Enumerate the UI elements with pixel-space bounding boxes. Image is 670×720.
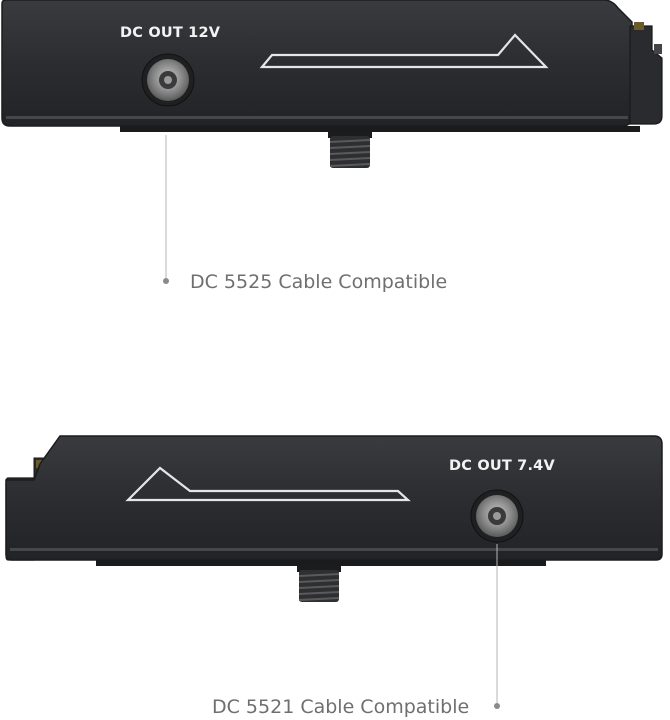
device-body bbox=[5, 435, 663, 566]
callout-top bbox=[163, 135, 169, 284]
device-bottom-illustration bbox=[5, 435, 663, 709]
device-bottom-view: DC OUT 7.4V DC 5521 Cable Compatible bbox=[0, 360, 670, 720]
caption-dc5525: DC 5525 Cable Compatible bbox=[190, 271, 448, 293]
mounting-screw-top bbox=[328, 130, 372, 168]
callout-bottom bbox=[494, 544, 500, 709]
port-label-12v: DC OUT 12V bbox=[120, 25, 221, 41]
port-label-7v4: DC OUT 7.4V bbox=[449, 458, 555, 474]
mounting-screw-bottom bbox=[297, 564, 341, 602]
dc-port-7v4 bbox=[470, 489, 524, 543]
device-top-view: DC OUT 12V DC 5525 Cable Compatible bbox=[1, 0, 663, 293]
device-body bbox=[1, 0, 663, 132]
caption-dc5521: DC 5521 Cable Compatible bbox=[212, 696, 470, 718]
device-top-illustration bbox=[1, 0, 663, 284]
dc-port-12v bbox=[141, 53, 195, 107]
